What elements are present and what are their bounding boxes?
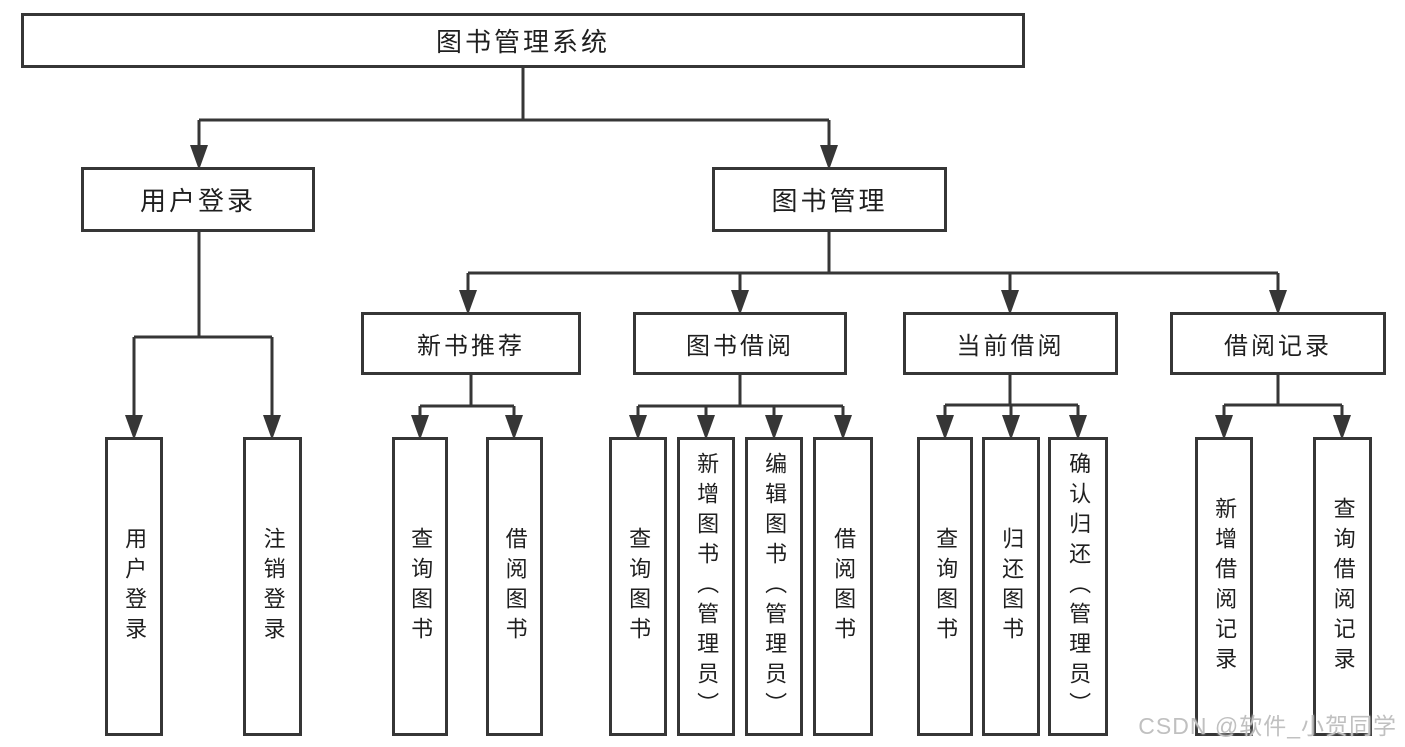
leaf-query-borrow-record-label: 查询借阅记录 — [1330, 496, 1356, 677]
leaf-borrow-books: 借阅图书 — [813, 437, 873, 736]
leaf-user-login: 用户登录 — [105, 437, 163, 736]
arrow-down-icon — [936, 415, 954, 440]
node-new-book-recommend: 新书推荐 — [361, 312, 581, 375]
node-borrow-records: 借阅记录 — [1170, 312, 1386, 375]
connector-book-management — [466, 232, 1280, 306]
leaf-edit-book-admin-label: 编辑图书（管理员） — [762, 451, 788, 722]
leaf-logout: 注销登录 — [243, 437, 302, 736]
arrow-down-icon — [411, 415, 429, 440]
arrow-down-icon — [834, 415, 852, 440]
leaf-query-books-borrow: 查询图书 — [609, 437, 667, 736]
leaf-query-borrow-record: 查询借阅记录 — [1313, 437, 1372, 736]
node-book-management: 图书管理 — [712, 167, 947, 232]
leaf-confirm-return-admin-label: 确认归还（管理员） — [1066, 451, 1092, 722]
arrow-down-icon — [263, 415, 281, 440]
leaf-query-books-recommend: 查询图书 — [392, 437, 448, 736]
leaf-query-books-recommend-label: 查询图书 — [408, 526, 434, 647]
leaf-add-book-admin-label: 新增图书（管理员） — [694, 451, 720, 722]
leaf-confirm-return-admin: 确认归还（管理员） — [1048, 437, 1108, 736]
leaf-query-books-current: 查询图书 — [917, 437, 973, 736]
arrow-down-icon — [697, 415, 715, 440]
connector-root — [197, 68, 831, 160]
node-book-borrow-label: 图书借阅 — [686, 333, 794, 360]
node-current-borrow: 当前借阅 — [903, 312, 1118, 375]
leaf-borrow-books-recommend-label: 借阅图书 — [502, 526, 528, 647]
leaf-query-books-borrow-label: 查询图书 — [626, 526, 652, 647]
arrow-down-icon — [629, 415, 647, 440]
node-book-management-label: 图书管理 — [771, 186, 888, 216]
node-user-login: 用户登录 — [81, 167, 315, 232]
leaf-edit-book-admin: 编辑图书（管理员） — [745, 437, 803, 736]
arrow-down-icon — [765, 415, 783, 440]
connector-user-login — [132, 232, 274, 432]
leaf-return-book-label: 归还图书 — [999, 526, 1025, 647]
arrow-down-icon — [731, 290, 749, 315]
arrow-down-icon — [125, 415, 143, 440]
node-new-book-recommend-label: 新书推荐 — [417, 333, 525, 360]
leaf-add-borrow-record: 新增借阅记录 — [1195, 437, 1253, 736]
node-root-label: 图书管理系统 — [435, 27, 610, 57]
node-root: 图书管理系统 — [21, 13, 1025, 68]
arrow-down-icon — [1333, 415, 1351, 440]
arrow-down-icon — [1002, 415, 1020, 440]
node-borrow-records-label: 借阅记录 — [1224, 333, 1332, 360]
node-current-borrow-label: 当前借阅 — [956, 333, 1065, 360]
arrow-down-icon — [820, 145, 838, 170]
arrow-down-icon — [190, 145, 208, 170]
leaf-borrow-books-label: 借阅图书 — [831, 526, 857, 647]
arrow-down-icon — [459, 290, 477, 315]
leaf-borrow-books-recommend: 借阅图书 — [486, 437, 543, 736]
leaf-logout-label: 注销登录 — [260, 526, 286, 647]
arrow-down-icon — [1215, 415, 1233, 440]
leaf-add-borrow-record-label: 新增借阅记录 — [1212, 496, 1238, 677]
connector-book-borrow — [636, 375, 845, 432]
leaf-query-books-current-label: 查询图书 — [933, 526, 959, 647]
connector-new-book-recommend — [418, 375, 516, 432]
watermark: CSDN @软件_小贺同学 — [1138, 713, 1397, 739]
connector-lines — [132, 68, 1344, 432]
leaf-user-login-label: 用户登录 — [122, 526, 148, 647]
arrow-down-icon — [1269, 290, 1287, 315]
leaf-return-book: 归还图书 — [982, 437, 1040, 736]
arrow-down-icon — [505, 415, 523, 440]
arrow-down-icon — [1069, 415, 1087, 440]
arrow-down-icon — [1001, 290, 1019, 315]
node-book-borrow: 图书借阅 — [633, 312, 847, 375]
leaf-add-book-admin: 新增图书（管理员） — [677, 437, 735, 736]
arrowhead-icons — [125, 145, 1351, 440]
connector-borrow-records — [1222, 375, 1344, 432]
node-user-login-label: 用户登录 — [139, 186, 256, 216]
